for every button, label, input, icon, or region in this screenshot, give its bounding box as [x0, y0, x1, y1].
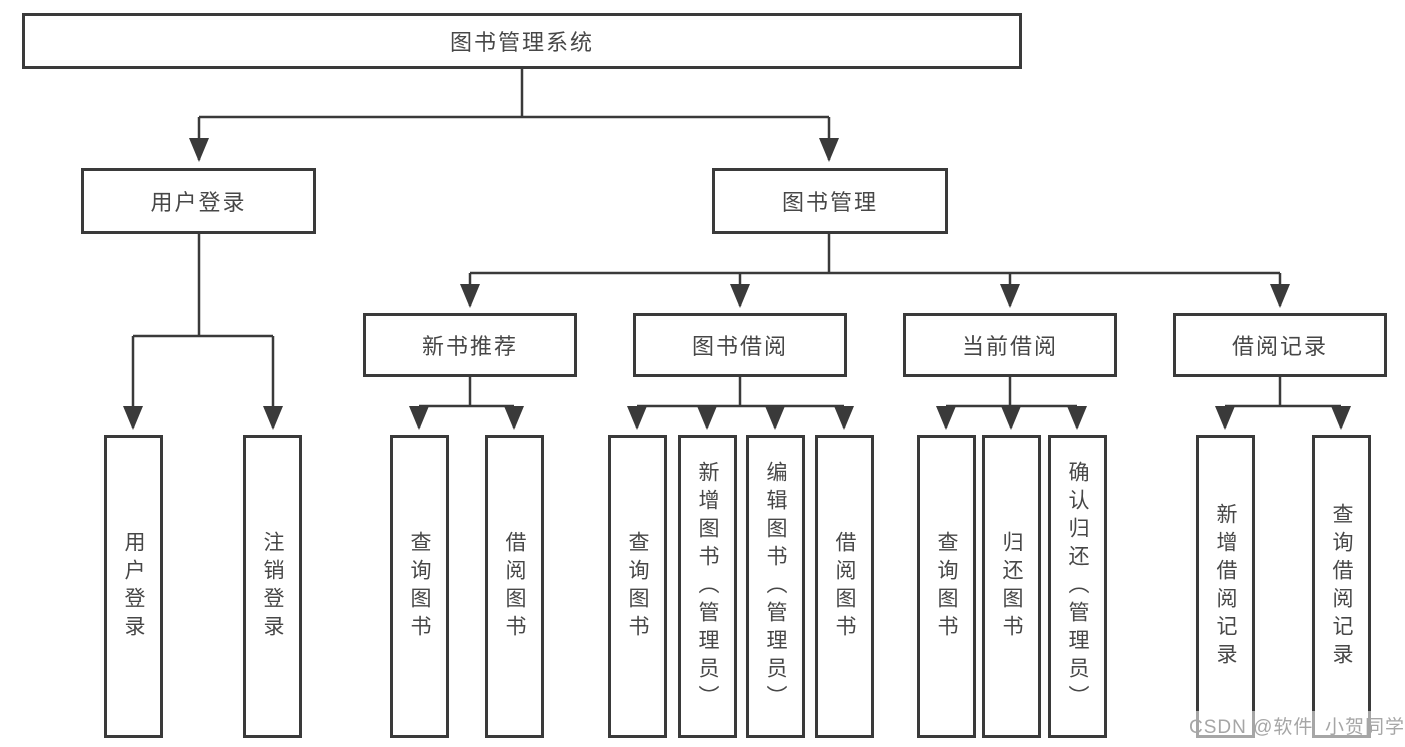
leaf-edit-books-admin: 编辑图书（管理员） [746, 435, 805, 738]
connector-book-borrow-group [627, 377, 854, 430]
node-label: 注销登录 [261, 530, 284, 643]
connector-book-management-to-level3 [460, 234, 1290, 308]
node-label: 查询图书 [626, 530, 649, 643]
leaf-query-books-recommend: 查询图书 [390, 435, 449, 738]
csdn-watermark: CSDN @软件_小贺同学 [1186, 711, 1405, 740]
leaf-logout: 注销登录 [243, 435, 302, 738]
leaf-return-books: 归还图书 [982, 435, 1041, 738]
node-book-management: 图书管理 [712, 168, 948, 234]
leaf-confirm-return-admin: 确认归还（管理员） [1048, 435, 1107, 738]
connector-user-login-group [123, 234, 283, 430]
node-user-login: 用户登录 [81, 168, 316, 234]
node-label: 图书借阅 [691, 334, 788, 359]
node-label: 新增借阅记录 [1214, 502, 1237, 671]
connector-borrow-records-group [1215, 377, 1351, 430]
leaf-borrow-books: 借阅图书 [815, 435, 874, 738]
connector-new-book-group [409, 377, 524, 430]
node-label: 借阅图书 [503, 530, 526, 643]
node-root-library-management-system: 图书管理系统 [22, 13, 1022, 69]
leaf-add-borrow-record: 新增借阅记录 [1196, 435, 1255, 738]
node-label: 新增图书（管理员） [696, 460, 719, 713]
node-current-borrow: 当前借阅 [903, 313, 1117, 377]
node-label: 查询图书 [935, 530, 958, 643]
node-label: 新书推荐 [421, 334, 518, 359]
leaf-query-books-current: 查询图书 [917, 435, 976, 738]
node-label: 编辑图书（管理员） [764, 460, 787, 713]
connector-current-borrow-group [936, 377, 1087, 430]
node-label: 查询图书 [408, 530, 431, 643]
node-label: 图书管理系统 [449, 30, 594, 55]
node-label: 确认归还（管理员） [1066, 460, 1089, 713]
leaf-query-books-borrow: 查询图书 [608, 435, 667, 738]
leaf-user-login: 用户登录 [104, 435, 163, 738]
connector-root-to-level2 [189, 69, 839, 162]
node-book-borrow: 图书借阅 [633, 313, 847, 377]
leaf-query-borrow-record: 查询借阅记录 [1312, 435, 1371, 738]
node-label: 借阅记录 [1231, 334, 1328, 359]
node-label: 查询借阅记录 [1330, 502, 1353, 671]
node-label: 用户登录 [150, 190, 247, 215]
node-label: 当前借阅 [961, 334, 1058, 359]
leaf-borrow-books-recommend: 借阅图书 [485, 435, 544, 738]
leaf-add-books-admin: 新增图书（管理员） [678, 435, 737, 738]
node-label: 图书管理 [781, 190, 878, 215]
node-label: 用户登录 [122, 530, 145, 643]
node-label: 借阅图书 [833, 530, 856, 643]
node-borrow-records: 借阅记录 [1173, 313, 1387, 377]
node-new-book-recommend: 新书推荐 [363, 313, 577, 377]
node-label: 归还图书 [1000, 530, 1023, 643]
